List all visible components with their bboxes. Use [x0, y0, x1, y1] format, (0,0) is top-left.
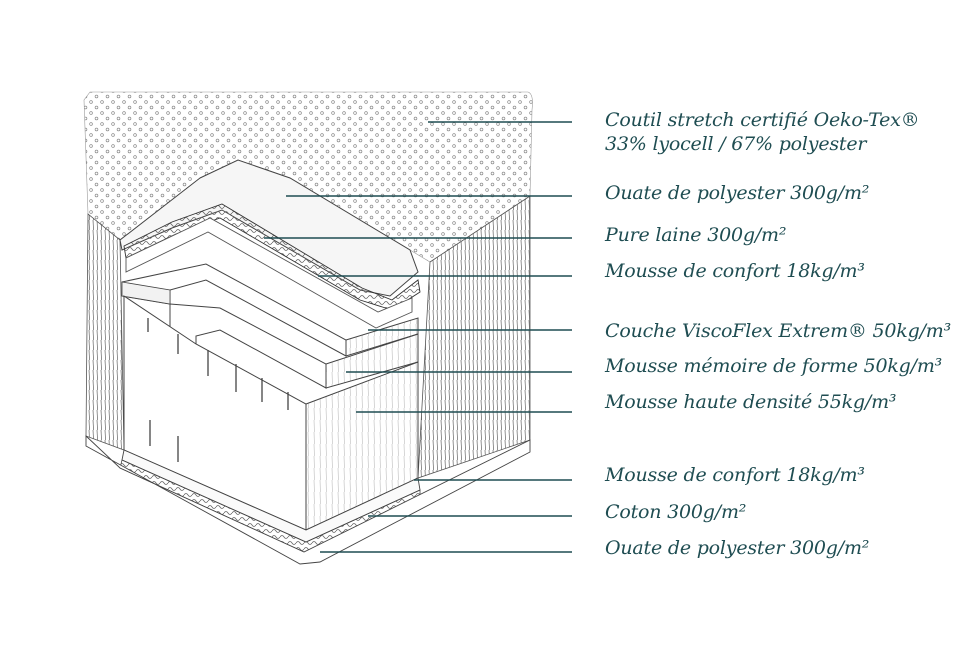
layer-label-5: Couche ViscoFlex Extrem® 50kg/m³ — [605, 320, 952, 342]
leader-lines — [264, 121, 572, 553]
layer-label-2: Ouate de polyester 300g/m² — [605, 182, 870, 204]
layer-label-9: Coton 300g/m² — [605, 501, 747, 523]
high-density-foam-block — [123, 295, 419, 531]
layer-label-3: Pure laine 300g/m² — [605, 224, 787, 246]
visco-layer-block — [121, 263, 419, 357]
layer-label-1-line1: Coutil stretch certifié Oeko-Tex® — [605, 109, 920, 131]
comfort-foam-top-layer — [125, 217, 413, 329]
layer-label-7: Mousse haute densité 55kg/m³ — [605, 391, 897, 413]
layer-label-4: Mousse de confort 18kg/m³ — [605, 260, 865, 282]
mattress-left-side — [85, 213, 125, 451]
layer-label-10: Ouate de polyester 300g/m² — [605, 537, 870, 559]
layer-label-6: Mousse mémoire de forme 50kg/m³ — [605, 355, 943, 377]
layer-label-1: Coutil stretch certifié Oeko-Tex® 33% ly… — [605, 108, 920, 156]
bottom-layers — [85, 434, 531, 565]
layer-label-8: Mousse de confort 18kg/m³ — [605, 464, 865, 486]
layer-label-1-line2: 33% lyocell / 67% polyester — [605, 133, 867, 155]
